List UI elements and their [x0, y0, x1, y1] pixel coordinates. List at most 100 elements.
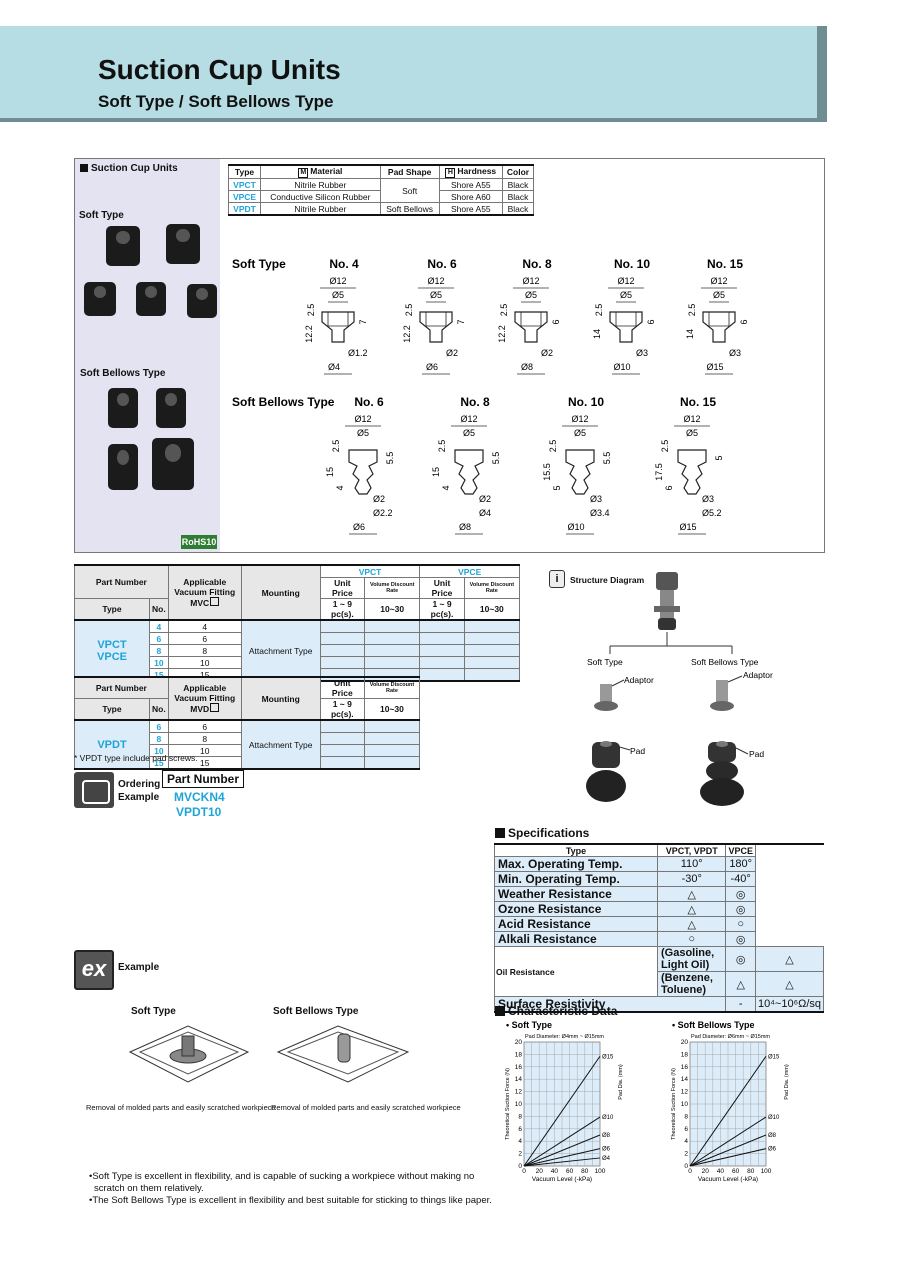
- dim-label: 6: [664, 485, 674, 490]
- x-axis-label: Vacuum Level (-kPa): [698, 1176, 758, 1183]
- series-line: [689, 1055, 767, 1167]
- dim-label: Ø5.2: [702, 508, 722, 518]
- dim-label: 7: [456, 319, 466, 324]
- example-label: Example: [118, 792, 160, 803]
- dim-label: 2.5: [548, 440, 558, 453]
- y-axis-label: Theoretical Suction Force (N): [505, 1068, 511, 1140]
- dim-label: Ø12: [571, 414, 588, 424]
- series-line: [523, 1157, 601, 1167]
- x-axis-label: Vacuum Level (-kPa): [532, 1176, 592, 1183]
- example-soft-label: Soft Type: [131, 1006, 176, 1017]
- drawing-number: No. 10: [614, 257, 650, 271]
- dim-label: 2.5: [660, 440, 670, 453]
- dim-label: Ø2: [541, 348, 553, 358]
- structure-title: Structure Diagram: [570, 575, 645, 585]
- dim-label: Ø3.4: [590, 508, 610, 518]
- drawing-number: No. 6: [427, 257, 457, 271]
- series-label: Ø8: [768, 1133, 777, 1139]
- y-tick-label: 4: [684, 1138, 688, 1145]
- x-tick-label: 20: [536, 1168, 544, 1175]
- dim-label: 15: [325, 467, 335, 477]
- ordering-pn-2: VPDT10: [176, 805, 222, 819]
- dim-label: Ø2.2: [373, 508, 393, 518]
- dim-label: Ø10: [567, 522, 584, 532]
- table-row: Ozone Resistance△◎: [494, 901, 824, 917]
- dim-label: Ø4: [328, 362, 340, 372]
- dim-label: Ø5: [463, 428, 475, 438]
- dim-label: Ø15: [679, 522, 696, 532]
- bellows-photo: [108, 388, 138, 428]
- phone-icon: [74, 772, 114, 808]
- cup-photo: [187, 284, 217, 318]
- chart-title: • Soft Type: [506, 1020, 552, 1030]
- x-tick-label: 100: [761, 1168, 772, 1175]
- th-type: Type: [227, 164, 262, 179]
- y-tick-label: 2: [684, 1151, 688, 1158]
- dim-label: 15.5: [542, 463, 552, 481]
- cup-photo: [166, 224, 200, 264]
- dim-label: Ø5: [357, 428, 369, 438]
- dim-label: 5: [552, 485, 562, 490]
- y-tick-label: 8: [518, 1113, 522, 1120]
- dim-label: 2.5: [331, 440, 341, 453]
- series-label: Ø4: [602, 1156, 611, 1162]
- drawing-number: No. 4: [329, 257, 359, 271]
- cup-photo: [136, 282, 166, 316]
- dim-label: Ø8: [521, 362, 533, 372]
- dim-label: Ø5: [686, 428, 698, 438]
- x-tick-label: 60: [732, 1168, 740, 1175]
- dim-label: Ø15: [706, 362, 723, 372]
- dim-label: 6: [739, 319, 749, 324]
- page-title: Suction Cup Units: [98, 54, 341, 85]
- dim-label: Ø2: [446, 348, 458, 358]
- y-tick-label: 20: [515, 1039, 523, 1046]
- table-row: Alkali Resistance○◎: [494, 931, 824, 947]
- dim-label: Ø4: [479, 508, 491, 518]
- dim-label: Ø5: [620, 290, 632, 300]
- note-2: •The Soft Bellows Type is excellent in f…: [89, 1195, 492, 1206]
- adaptor-label: Adaptor: [743, 670, 773, 680]
- dim-label: Ø12: [460, 414, 477, 424]
- specifications-table: Type VPCT, VPDT VPCE Max. Operating Temp…: [493, 843, 825, 1013]
- panel-heading: Suction Cup Units: [80, 163, 178, 174]
- y2-axis-label: Pad Dia. (mm): [784, 1064, 790, 1100]
- example-bellows-label: Soft Bellows Type: [273, 1006, 359, 1017]
- dim-label: Ø6: [426, 362, 438, 372]
- specs-title: Specifications: [495, 826, 589, 840]
- soft-type-label: Soft Type: [79, 210, 124, 221]
- x-tick-label: 60: [566, 1168, 574, 1175]
- example-caption-bellows: Removal of molded parts and easily scrat…: [271, 1103, 461, 1112]
- y-tick-label: 16: [515, 1064, 523, 1071]
- table-row: Acid Resistance△○: [494, 916, 824, 932]
- y2-axis-label: Pad Dia. (mm): [618, 1064, 624, 1100]
- dim-label: 2.5: [306, 304, 316, 317]
- series-label: Ø6: [602, 1147, 611, 1153]
- bellows-photo: [152, 438, 194, 490]
- part-number-label: Part Number: [162, 770, 245, 788]
- table-row: (Benzene, Toluene) △ △: [495, 971, 825, 997]
- adaptor-label: Adaptor: [624, 675, 654, 685]
- dim-label: Ø6: [353, 522, 365, 532]
- series-line: [523, 1116, 601, 1167]
- table-row: Weather Resistance△◎: [494, 886, 824, 902]
- y-tick-label: 6: [518, 1126, 522, 1133]
- x-tick-label: 20: [702, 1168, 710, 1175]
- x-tick-label: 40: [551, 1168, 559, 1175]
- table-row: VPDT Nitrile Rubber Soft Bellows Shore A…: [227, 202, 534, 216]
- y-tick-label: 12: [681, 1089, 689, 1096]
- header-edge: [817, 26, 827, 120]
- table-row: Oil Resistance (Gasoline, Light Oil) ◎ △: [494, 946, 825, 997]
- y-tick-label: 0: [684, 1163, 688, 1170]
- x-tick-label: 0: [688, 1168, 692, 1175]
- drawing-number: No. 10: [568, 395, 604, 409]
- bellows-photo: [108, 444, 138, 490]
- x-tick-label: 100: [595, 1168, 606, 1175]
- structure-bellows-label: Soft Bellows Type: [691, 657, 759, 667]
